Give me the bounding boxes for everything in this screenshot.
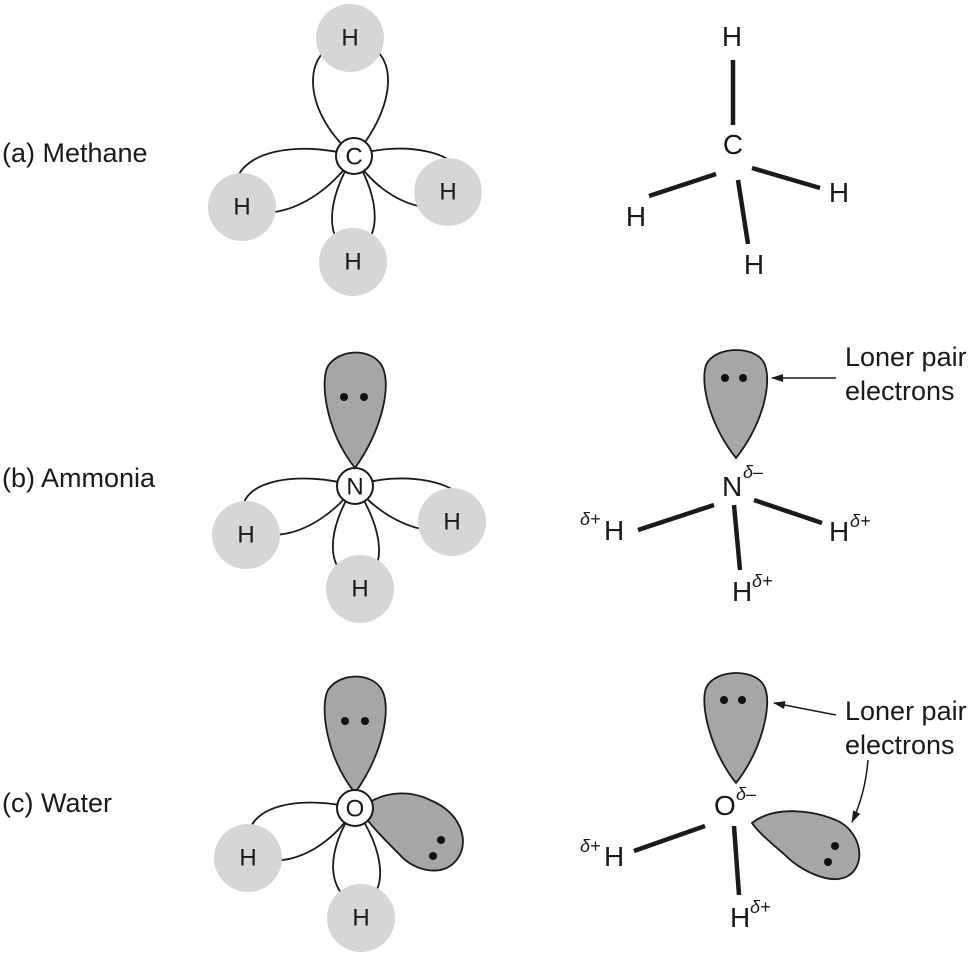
- bond-line: [637, 502, 715, 533]
- electron-dot: [360, 393, 368, 401]
- hydrogen-label: H: [233, 194, 250, 221]
- electron-dot: [429, 852, 437, 860]
- ammonia-orbital-model: H H H N: [212, 351, 486, 623]
- electron-dot: [361, 717, 369, 725]
- lone-pair-lobe: [323, 351, 387, 470]
- bond-line: [633, 823, 706, 854]
- central-atom-label: O: [346, 796, 365, 823]
- hydrogen-label: H: [351, 576, 368, 603]
- row-label-water: (c) Water: [2, 788, 112, 818]
- partial-charge-positive: δ+: [580, 836, 601, 856]
- bond-line: [735, 179, 751, 245]
- electron-dot: [720, 696, 728, 704]
- hydrogen-label: H: [439, 179, 456, 206]
- hydrogen-atom: [214, 824, 282, 892]
- hydrogen-label: H: [604, 841, 624, 872]
- methane-structural-formula: C H H H H: [626, 21, 849, 280]
- hydrogen-atom: [326, 555, 394, 623]
- partial-charge-positive: δ+: [850, 511, 871, 531]
- central-atom-nitrogen: [336, 467, 374, 505]
- central-atom-oxygen: [336, 789, 374, 827]
- hydrogen-label: H: [730, 902, 750, 933]
- hydrogen-atom: [212, 501, 280, 569]
- partial-charge-positive: δ+: [580, 509, 601, 529]
- hydrogen-label: H: [443, 509, 460, 536]
- annotation-line2: electrons: [845, 376, 955, 406]
- methane-orbital-model: H H H H C: [208, 4, 482, 296]
- central-atom-label: N: [722, 471, 742, 502]
- water-orbital-model: H H O: [214, 675, 464, 952]
- annotation-arrow: [773, 701, 837, 716]
- row-water: (c) Water H H O Loner pai: [2, 672, 967, 952]
- hydrogen-label: H: [722, 21, 742, 52]
- water-structural-formula: Loner pair electrons O δ– δ+ H H δ+: [580, 672, 967, 933]
- electron-dot: [738, 696, 746, 704]
- row-label-ammonia: (b) Ammonia: [2, 463, 156, 493]
- hydrogen-label: H: [341, 25, 358, 52]
- electron-dot: [721, 374, 729, 382]
- hydrogen-label: H: [829, 177, 849, 208]
- hydrogen-label: H: [744, 249, 764, 280]
- central-atom-label: C: [345, 144, 362, 171]
- lone-pair-lobe: [703, 672, 769, 785]
- partial-charge-positive: δ+: [750, 897, 771, 917]
- partial-charge-positive: δ+: [752, 571, 773, 591]
- electron-dot: [739, 374, 747, 382]
- hydrogen-label: H: [237, 522, 254, 549]
- central-atom-label: N: [346, 474, 363, 501]
- hydrogen-atom: [316, 4, 384, 72]
- hydrogen-label: H: [344, 249, 361, 276]
- lone-pair-lobe: [703, 349, 769, 460]
- row-label-methane: (a) Methane: [2, 138, 148, 168]
- annotation-line1: Loner pair: [845, 696, 967, 726]
- hydrogen-label: H: [604, 515, 624, 546]
- lone-pair-lobe: [358, 792, 464, 872]
- partial-charge-negative: δ–: [743, 462, 764, 482]
- annotation-line1: Loner pair: [845, 342, 967, 372]
- electron-dot: [831, 842, 839, 850]
- row-ammonia: (b) Ammonia H H H N Loner pair electrons: [2, 342, 967, 623]
- central-atom-carbon: [335, 137, 373, 175]
- hydrogen-label: H: [732, 576, 752, 607]
- hydrogen-atom: [327, 884, 395, 952]
- hydrogen-atom: [208, 173, 276, 241]
- hydrogen-atom: [319, 228, 387, 296]
- bond-line: [731, 504, 743, 571]
- electron-dot: [340, 393, 348, 401]
- lone-pair-lobe: [750, 810, 861, 881]
- ammonia-structural-formula: Loner pair electrons N δ– δ+ H H δ+ H δ+: [580, 342, 967, 607]
- annotation-arrow: [851, 759, 869, 823]
- lone-pair-lobe: [323, 675, 387, 795]
- hydrogen-atom: [418, 488, 486, 556]
- annotation-line2: electrons: [845, 730, 955, 760]
- electron-dot: [437, 836, 445, 844]
- row-methane: (a) Methane H H H H C C H: [2, 4, 849, 296]
- electron-dot: [824, 858, 832, 866]
- hydrogen-label: H: [352, 905, 369, 932]
- hydrogen-label: H: [626, 201, 646, 232]
- bond-line: [648, 171, 717, 199]
- bond-line: [751, 165, 821, 191]
- hydrogen-label: H: [829, 516, 849, 547]
- partial-charge-negative: δ–: [736, 784, 757, 804]
- central-atom-label: C: [723, 129, 743, 160]
- bond-line: [731, 825, 742, 896]
- electron-dot: [341, 717, 349, 725]
- bond-line: [753, 497, 823, 526]
- hydrogen-label: H: [239, 845, 256, 872]
- central-atom-label: O: [714, 790, 736, 821]
- hydrogen-atom: [414, 158, 482, 226]
